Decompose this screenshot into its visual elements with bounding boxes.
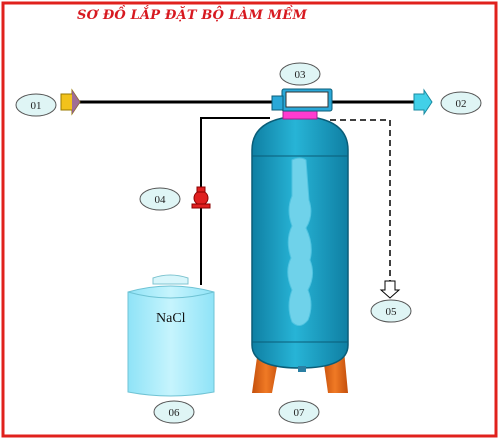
valve-inlet-fitting [271,95,284,111]
brine-tank-cap [152,274,189,285]
callout-06-text: 06 [169,407,181,419]
callout-05: 05 [370,299,412,323]
control-valve-display [285,91,329,108]
brine-valve-base [191,203,211,209]
callout-02-text: 02 [456,98,467,110]
drain-arrow-icon [379,280,401,299]
valve-adapter [282,110,318,120]
inlet-arrow-tip [72,90,80,114]
outlet-arrow-icon [413,88,433,116]
callout-07: 07 [278,400,320,424]
callout-03-text: 03 [295,69,307,81]
brine-valve-icon [193,190,209,206]
callout-04: 04 [139,187,181,211]
brine-line [200,117,270,285]
brine-tank-rim [127,291,215,299]
callout-03: 03 [279,62,321,86]
brine-tank-label: NaCl [156,311,186,326]
tank-drain-plug [298,366,306,372]
callout-01: 01 [15,93,57,117]
callout-06: 06 [153,400,195,424]
brine-valve-cap [196,186,206,193]
callout-01-text: 01 [31,100,42,112]
callout-02: 02 [440,91,482,115]
brine-tank [127,285,215,397]
callout-07-text: 07 [294,407,306,419]
diagram-title: SƠ ĐỒ LẮP ĐẶT BỘ LÀM MỀM [77,8,308,23]
resin-column [287,157,314,326]
callout-05-text: 05 [386,306,398,318]
drain-line [330,119,391,282]
callout-04-text: 04 [155,194,167,206]
